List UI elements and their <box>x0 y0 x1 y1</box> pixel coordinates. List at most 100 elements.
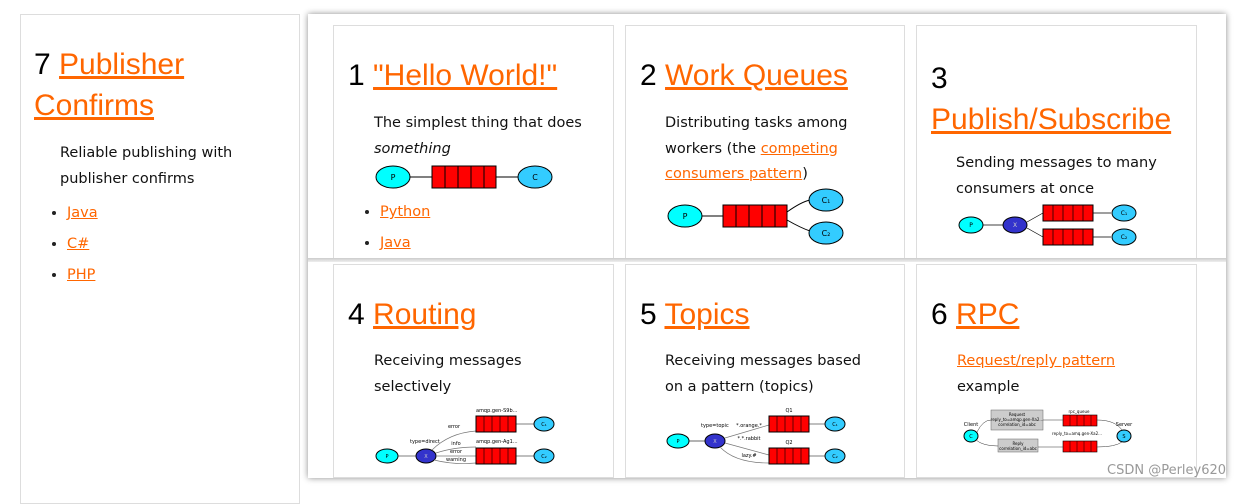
queue <box>1062 440 1098 453</box>
tutorial-card-7: 7 Publisher Confirms Reliable publishing… <box>20 14 300 504</box>
tutorial-number: 3 <box>931 62 948 95</box>
tutorial-title: 7 Publisher Confirms <box>34 44 294 126</box>
tutorial-title: 6 RPC <box>931 294 1019 335</box>
list-item: Python <box>380 202 430 233</box>
exchange-type-label: type=direct <box>410 439 440 445</box>
exchange-type-label: type=topic <box>701 423 729 429</box>
tutorial-link-publish-subscribe[interactable]: Publish/Subscribe <box>931 103 1172 136</box>
tutorial-description: Reliable publishing with publisher confi… <box>60 145 233 187</box>
routing-key-label: *.*.rabbit <box>738 436 761 442</box>
link-java[interactable]: Java <box>67 205 98 221</box>
tutorial-title: 4 Routing <box>348 294 476 335</box>
tutorial-description: Distributing tasks among workers (the co… <box>665 111 850 188</box>
publish-subscribe-diagram: P X C₁ C₂ <box>958 204 1137 246</box>
consumer-label: C₁ <box>832 422 838 428</box>
reply-message <box>997 438 1039 453</box>
consumer-node <box>517 165 553 189</box>
list-item: PHP <box>67 265 98 296</box>
producer-label: P <box>683 212 688 221</box>
producer-label: P <box>676 439 679 445</box>
link-python[interactable]: Python <box>380 204 431 220</box>
queue <box>475 415 517 433</box>
language-list: Python Java <box>380 202 430 258</box>
tutorial-card-5: 5 Topics Receiving messages based on a p… <box>625 264 905 478</box>
queue <box>1042 228 1094 246</box>
queue <box>431 165 497 189</box>
link-java[interactable]: Java <box>380 235 411 251</box>
queue <box>768 415 810 433</box>
server-node-label: S <box>1122 434 1125 440</box>
producer-label: P <box>385 454 388 460</box>
link-csharp[interactable]: C# <box>67 236 90 252</box>
routing-key-label: *.orange.* <box>736 423 762 429</box>
competing-consumers-link[interactable]: competing consumers pattern <box>665 140 838 183</box>
work-queues-diagram: P C₁ C₂ <box>667 188 844 245</box>
queue-name: amqp.gen-Ag1... <box>476 439 518 445</box>
routing-key-label: warning <box>446 457 466 463</box>
consumer-node-1 <box>808 188 844 212</box>
link-php[interactable]: PHP <box>67 267 96 283</box>
language-list: Java C# PHP <box>67 203 98 296</box>
producer-label: P <box>969 222 973 229</box>
message-text: correlation_id=abc <box>999 446 1037 451</box>
message-text: correlation_id=abc <box>998 422 1036 427</box>
routing-key-label: error <box>448 424 461 430</box>
tutorial-link-work-queues[interactable]: Work Queues <box>665 59 848 92</box>
consumer-label: C <box>532 173 538 182</box>
list-item: C# <box>67 234 98 265</box>
tutorial-number: 6 <box>931 298 948 331</box>
list-item: Java <box>67 203 98 234</box>
tutorial-number: 4 <box>348 298 365 331</box>
queue-name: Q1 <box>785 408 792 414</box>
queue-name: reply_to=amq.gen-Xa2... <box>1052 431 1102 436</box>
request-reply-pattern-link[interactable]: Request/reply pattern <box>957 353 1116 369</box>
tutorial-card-4: 4 Routing Receiving messages selectively… <box>333 264 614 478</box>
topics-diagram: P X type=topic *.orange.* *.*.rabbit laz… <box>666 408 846 465</box>
tutorial-card-1: 1 "Hello World!" The simplest thing that… <box>333 25 614 259</box>
consumer-label: C₂ <box>832 454 838 460</box>
tutorial-link-rpc[interactable]: RPC <box>956 298 1020 331</box>
queue <box>722 204 788 228</box>
consumer-label: C₂ <box>541 454 547 460</box>
tutorial-number: 5 <box>640 298 657 331</box>
tutorial-number: 7 <box>34 48 51 81</box>
tutorial-link-hello-world[interactable]: "Hello World!" <box>373 59 558 92</box>
client-label: Client <box>964 422 979 428</box>
routing-key-label: error <box>450 449 463 455</box>
queue <box>768 447 810 465</box>
message-text: Reply <box>1012 441 1024 446</box>
client-node-label: C <box>969 434 973 440</box>
tutorial-title: 1 "Hello World!" <box>348 55 557 96</box>
consumer-label: C₂ <box>1121 234 1128 241</box>
routing-key-label: lazy.# <box>741 453 756 459</box>
tutorial-description: Receiving messages selectively <box>374 353 522 395</box>
watermark: CSDN @Perley620 <box>1107 463 1227 478</box>
message-text: Request <box>1009 412 1026 417</box>
desc-text: Distributing tasks among workers (the <box>665 115 848 157</box>
tutorial-number: 2 <box>640 59 657 92</box>
hello-world-diagram: P C <box>375 165 553 189</box>
rpc-diagram: Client C Server S Request reply_to=amqp.… <box>963 409 1133 453</box>
consumer-label: C₁ <box>541 422 547 428</box>
message-text: reply_to=amqp.gen-Xa2... <box>991 417 1043 422</box>
queue <box>475 447 517 465</box>
consumer-label: C₁ <box>1121 210 1128 217</box>
tutorial-title: 5 Topics <box>640 294 750 335</box>
producer-label: P <box>391 173 396 182</box>
exchange-label: X <box>1013 222 1017 229</box>
tutorial-link-publisher-confirms[interactable]: Publisher Confirms <box>34 48 185 122</box>
consumer-label: C₂ <box>822 229 831 238</box>
consumer-node-2 <box>808 221 844 245</box>
exchange-label: X <box>713 439 717 445</box>
routing-key-label: info <box>451 441 460 447</box>
tutorial-link-routing[interactable]: Routing <box>373 298 477 331</box>
exchange-label: X <box>424 454 428 460</box>
routing-diagram: P X type=direct error info error warning… <box>375 408 555 465</box>
desc-text: ) <box>802 166 808 182</box>
desc-emphasis: something <box>374 140 451 157</box>
tutorial-link-topics[interactable]: Topics <box>664 298 750 331</box>
